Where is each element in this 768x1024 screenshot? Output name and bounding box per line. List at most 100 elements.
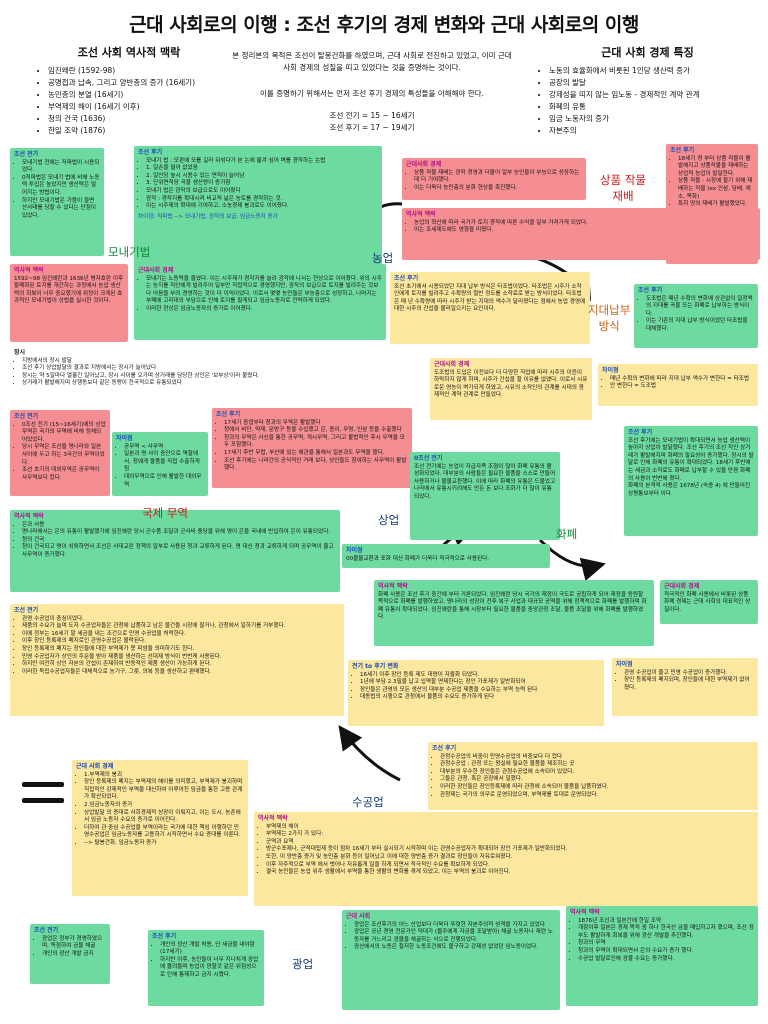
box-list: 관영 수공업이 줄고 민영 수공업이 증가했다.장인 등록제의 폐지되며, 장인… (616, 670, 754, 693)
label-trade: 국제 무역 (142, 506, 188, 520)
intro-method: 이를 증명하기 위해서는 먼저 조선 후기 경제의 특성들을 이해해야 한다. (260, 89, 484, 98)
box-item: 이러한 현상은 임금노동자의 증가로 이어졌다. (146, 306, 382, 314)
box-list: 모내기법 전에는 직파법이 시용되었다.0직파법은 모내기 법에 비해 노동력 … (14, 160, 100, 221)
box-heading: 조선 후기 (152, 933, 177, 940)
box-list: 18세기 경 부터 상품 작물이 활발해지고 상품작물을 재배하는 상업적 농업… (670, 156, 754, 209)
box-item: 1. 일손을 덜어 없었음 (146, 165, 378, 173)
intro-purpose: 본 정리본의 목적은 조선이 탈봉건화를 하였으며, 근대 사회로 전진하고 있… (232, 51, 512, 72)
box-list: 공무역 < 사무역일본과 명 사이 중단으로 역할에서, 청에게 물품을 직접 … (116, 444, 204, 490)
box-item: 장인 등록제의 폐지는 부역제의 해이를 의미했고, 부역제가 붕괴하며 직접적… (84, 779, 244, 802)
box-item: 제품의 수요가 늘며 도자 수공업자들은 관청에 납품하고 남은 물건을 시장에… (22, 623, 340, 631)
box-item: 관청수공업 : 관청 또는 왕실에 필요한 물품을 제조하는 곳 (440, 761, 754, 769)
box-item: 광산에서의 노동은 철저한 노동조건에도 불구하고 강제성 없었던 임노동이었다… (354, 944, 556, 952)
box-list: 부역제의 해이부역제는 2가지 가 있다:군역과 요역방군수포제나, 군적대립제… (258, 824, 754, 877)
box-text: 적극적인 화폐 사용에서 비롯된 상품 화폐 경제는 근대 사회의 대표적인 성… (664, 591, 751, 613)
box-heading: 조선 후기 (394, 275, 419, 282)
box-footnote: 차이점: 직파법 --> 모내기법, 광작의 보급, 임금노동자 증가 (138, 213, 278, 220)
box-heading: 0조선 전기 (414, 455, 443, 462)
context-item: 공명첩과 납속, 그리고 양반층의 증가 (16세기) (48, 77, 224, 89)
features-list: 노동의 효율화에서 비롯된 1인당 생산력 증가공장의 발달강제성을 띠지 않는… (535, 65, 760, 137)
box-item: 17세기 중엽부터 청과의 무역은 활발했다 (224, 420, 408, 428)
box-heading: 조선 전기 (14, 413, 39, 420)
box-heading: 조선 전기 (34, 927, 59, 934)
box-list: 상품 작물 재배는 광작 경영과 더불어 일부 농민들이 부농으로 성장하는데 … (406, 170, 582, 193)
box-heading: 차이점 (116, 435, 133, 442)
box-item: 수공업 발달로인해 광물 수요는 증가했다. (578, 956, 754, 964)
box-heading: 근대사회 경제 (664, 583, 700, 590)
box-heading: 역사적 맥락 (258, 815, 288, 822)
box-handicraft-diff: 차이점관영 수공업이 줄고 민영 수공업이 증가했다.장인 등록제의 폐지되며,… (612, 658, 758, 716)
box-item: 대외무역으로 인해 활발한 대외무역 (124, 474, 204, 489)
box-mining-modern: 근대 사회광업은 조선후기의 어느 산업보다 더욱더 뚜렷한 자본주의적 성격을… (342, 910, 560, 1010)
box-handicraft-change: 전기 to 후기 변화16세기 이후 장인 등록 제도 대량이 자율화 되었다.… (348, 660, 604, 726)
box-item: --> 탈봉건화, 임금노동자 증가 (84, 840, 244, 848)
box-item: 조선 후기 상업발달의 결과로 지방에서는 장시가 늘어났다 (22, 365, 406, 373)
box-text: 조선 후기에는 모내기법이 확대되면서 농업 생산력이 높아지 상업이 발달했다… (628, 437, 754, 482)
box-item: 상품 작물 : 시장에 팔기 위해 재배하는 작물 (ex 인삼, 담배, 채소… (678, 178, 754, 201)
box-item: 청에서 비단, 약재, 문방구 등을 수입했고 은, 종이, 무명, 인삼 등을… (224, 427, 408, 435)
box-item: 그들은 관청, 혹은 공장에서 일했다. (440, 776, 754, 784)
box-item: 장시는 약 5일마다 열흘간 일어났고, 장시 사이를 오가며 상거래를 담당한… (22, 373, 406, 381)
box-list: 농업의 혁신에 따라 국가가 토지 경작에 따른 수익을 일부 가져가게 되었다… (406, 220, 756, 235)
box-item: 공무역 < 사무역 (124, 444, 204, 452)
box-item: 하지만 모내기법은 가뭄이 들면 산사태를 당할 수 있다는 단점이 있었다. (22, 198, 100, 221)
box-heading: 차이점 (602, 367, 619, 374)
box-list: 관청수공업의 비중이 민영수공업의 비중보다 더 컸다관청수공업 : 관청 또는… (432, 754, 754, 800)
box-heading: 역사적 맥락 (570, 909, 600, 916)
box-trade-diff: 차이점공무역 < 사무역일본과 명 사이 중단으로 역할에서, 청에게 물품을 … (112, 432, 208, 496)
box-item: 이후 자주적으로 부역 에서 벗어나 자유롭게 일을 하게 되면서 적극적인 수… (266, 862, 754, 870)
box-item: 조선 후기에는 나라간의 공식적인 거래 보다, 상인들도 참여하는 사무역이 … (224, 458, 408, 473)
label-handicraft: 수공업 (352, 795, 384, 809)
box-item: 관영 수공업이 줄고 민영 수공업이 증가했다. (624, 670, 754, 678)
box-item: 이는 조세제도에도 영향을 미쳤다. (414, 227, 756, 235)
box-item: 지방에서의 장시 발달 (22, 358, 406, 366)
box-list: 관영 수공업이 중심이었다.제품의 수요가 늘며 도자 수공업자들은 관청에 납… (14, 616, 340, 677)
box-item: 농업의 혁신에 따라 국가가 토지 경작에 따른 수익을 일부 가져가게 되었다… (414, 220, 756, 228)
box-item: 관청수공업의 비중이 민영수공업의 비중보다 더 컸다 (440, 754, 754, 762)
box-item: 장인들은 관영의 모든 생산의 대부분 수공업 제품을 수요하는 부역 능력 된… (360, 687, 600, 695)
box-heading: 역사적 맥락 (14, 267, 44, 274)
box-heading: 조선 후기 (432, 745, 457, 752)
box-text: 조선 초기에서 시용되었던 지대 납부 방식은 타조법이었다. 타조법은 시주가… (394, 283, 586, 313)
box-heading: 조선 후기 (216, 411, 241, 418)
box-list: 지방에서의 장시 발달조선 후기 상업발달의 결과로 지방에서는 장시가 늘어났… (14, 358, 406, 388)
box-item: 장인 등록제의 폐지되며, 장인들에 대한 부역제가 없어졌다. (624, 677, 754, 692)
box-item: 이러한 독립수공업자들은 대체적으로 농기구, 그릇, 의복 등을 생산하고 판… (22, 669, 340, 677)
box-heading: 장시 (14, 349, 26, 356)
box-list: 은과 사용명나라에서는 은의 유통이 활발했기에 임진왜란 당시 군수품 조달과… (14, 522, 336, 560)
box-item: 17세기 후반 무렵, 부산에 있는 왜관을 통해서 일본과도 무역을 했다. (224, 450, 408, 458)
feature-item: 공장의 발달 (549, 77, 760, 89)
box-heading: 차이점 (346, 547, 363, 554)
context-item: 임진왜란 (1592-98) (48, 65, 224, 77)
box-handicraft-modern: 근대 사회 경제1.부역제의 붕괴장인 등록제의 폐지는 부역제의 해이를 의미… (72, 760, 248, 896)
box-item: 청이 건국되고 명이 쇠퇴하면서 조선은 사대교린 정책의 일부로 사용된 청과… (22, 544, 336, 559)
box-heading: 조선 전기 (14, 151, 39, 158)
box-item: 0직파법은 모내기 법에 비해 노동력 투입은 높았지만 생산력은 떨어지는 방… (22, 175, 100, 198)
box-item: 청과의 무역 (578, 940, 754, 948)
box-item: 2. 일인당 높시 시용수 있는 면적이 늘어남 (146, 173, 378, 181)
box-item: 광업은 정부가 경영하였으며, 독점하여 금물 채굴 (42, 936, 106, 951)
box-item: 상업발달 의 증대로 사회경제적 성장이 이뤄지고, 이는 도시, 농촌에서 임… (84, 810, 244, 825)
box-handicraft-late: 조선 후기관청수공업의 비중이 민영수공업의 비중보다 더 컸다관청수공업 : … (428, 742, 758, 810)
box-heading: 조선 전기 (14, 607, 39, 614)
context-item: 부역제의 해이 (16세기 이후) (48, 101, 224, 113)
label-currency: 화폐 (556, 527, 578, 541)
box-item: 1년에 부담 2.3필을 납고 입역할 면제한다는 장인 가포제가 일반화되어 (360, 679, 600, 687)
box-heading: 역사적 맥락 (14, 513, 44, 520)
box-heading: 조선 후기 (638, 287, 663, 294)
feature-item: 자본주의 (549, 125, 760, 137)
box-text: 조선 전기에는 농업이 자급자족 조형이 많아 화폐 유통의 활성화되었다. 대… (414, 463, 556, 500)
box-item: 은과 사용 (22, 522, 336, 530)
box-item: 청과의 무역이 확대되면서 은의 수요가 증가 했다. (578, 948, 754, 956)
box-list: 모내기는 노동력을 줄였다. 이는 시주제가 경작지를 늘려 광작에 나서는 현… (138, 276, 382, 314)
box-item: 광작 : 경작지를 확대시켜 비교적 넓은 농토를 경작하는 것. (146, 196, 378, 204)
box-handicraft-early: 조선 전기관영 수공업이 중심이었다.제품의 수요가 늘며 도자 수공업자들은 … (10, 604, 344, 716)
box-item: 명나라에서는 은의 유통이 활발했기에 임진왜란 당시 군수품 조달과 군사비 … (22, 529, 336, 537)
arrow-to-handicraft (338, 725, 401, 782)
box-heading: 조선 후기 (670, 147, 695, 154)
box-mining-early: 조선 전기광업은 정부가 경영하였으며, 독점하여 금물 채굴개인의 광산 개발… (30, 924, 110, 984)
